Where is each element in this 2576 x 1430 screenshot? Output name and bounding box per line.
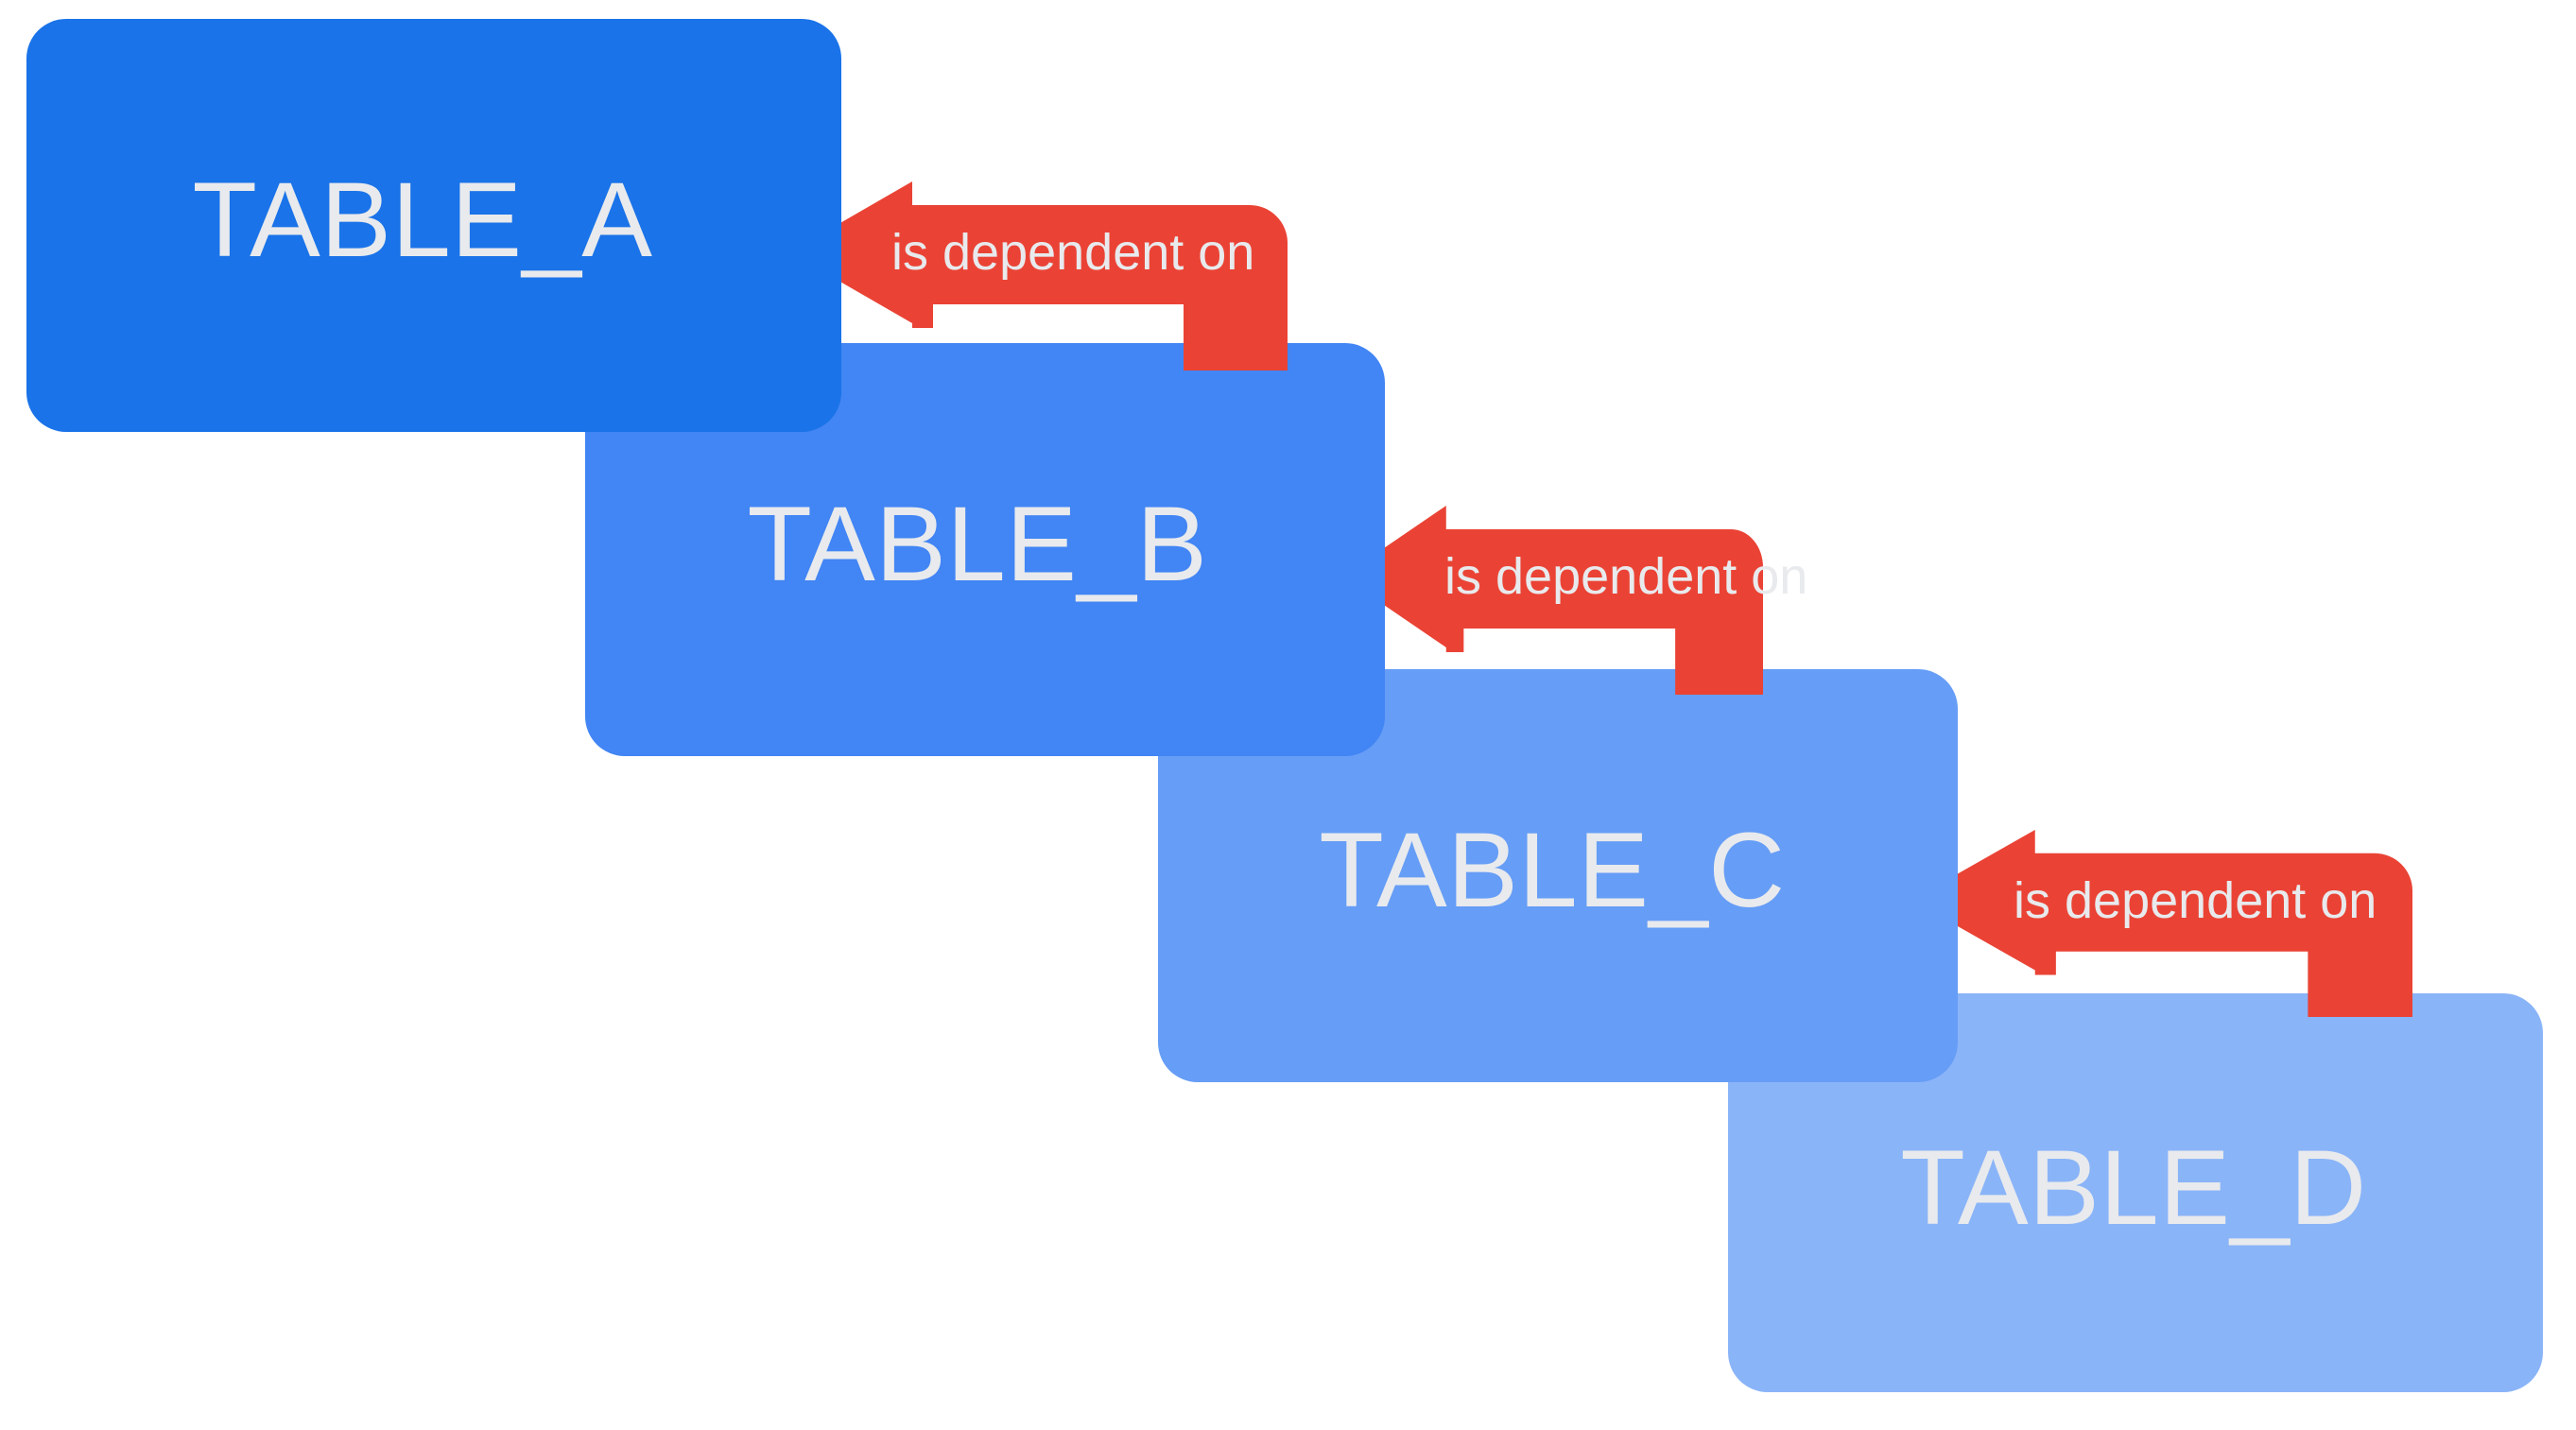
node-table-c-label: TABLE_C	[1319, 811, 1786, 929]
node-table-a[interactable]: TABLE_A	[26, 19, 841, 432]
left-arrow-icon	[1342, 506, 1763, 695]
edge-table-c-to-table-b[interactable]: is dependent on	[1342, 506, 1807, 695]
node-table-a-label: TABLE_A	[192, 161, 653, 279]
edge-table-b-to-table-a[interactable]: is dependent on	[789, 181, 1288, 370]
node-table-d-label: TABLE_D	[1900, 1128, 2367, 1247]
node-table-b-label: TABLE_B	[747, 485, 1208, 603]
left-arrow-icon	[1911, 830, 2412, 1017]
edge-table-d-to-table-c[interactable]: is dependent on	[1911, 830, 2412, 1017]
left-arrow-icon	[789, 181, 1288, 370]
